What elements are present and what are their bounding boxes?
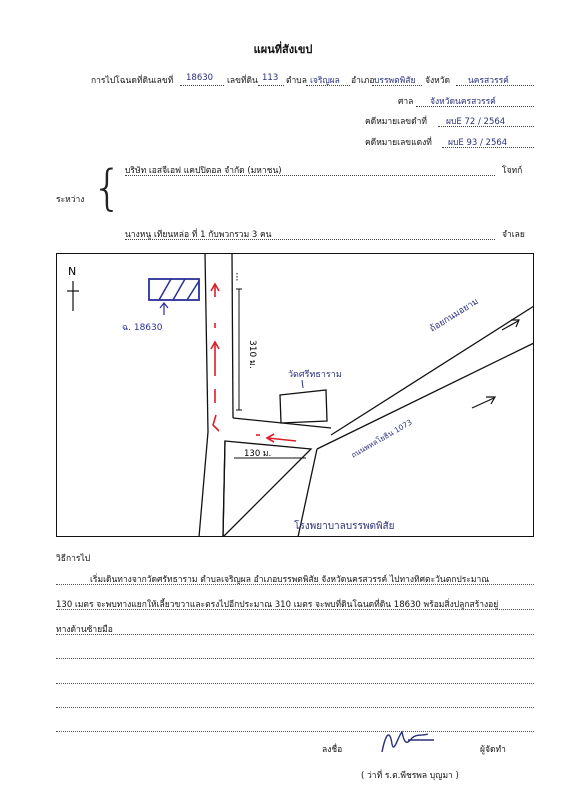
horizontal-distance: 130 ม. [244, 449, 271, 459]
parcel-box [148, 278, 200, 301]
between-label: ระหว่าง [56, 195, 85, 205]
defendant-name: นางหนู เทียนหล่อ ที่ 1 กับพวกรวม 3 คน [125, 230, 272, 240]
parcel-label: ฉ. 18630 [122, 323, 163, 333]
signature-scribble [381, 730, 434, 753]
red-case-number: ผบE 93 / 2564 [448, 138, 508, 148]
sketch-map: N ฉ. 18630 310 ม. 130 ม. วัดศรีทธาราม ถ้… [56, 253, 534, 537]
temple-label: วัดศรีทธาราม [288, 369, 342, 380]
deed-number: 18630 [186, 73, 214, 83]
red-case-label: คดีหมายเลขแดงที่ [365, 138, 432, 148]
land-label: เลขที่ดิน [227, 76, 258, 86]
black-case-label: คดีหมายเลขดำที่ [365, 117, 427, 127]
procedure-line-1: เริ่มเดินทางจากวัดศรัทธาราม ตำบลเจริญผล … [90, 575, 490, 585]
brace-icon: { [92, 160, 123, 216]
subdistrict-label: ตำบล [286, 76, 307, 86]
procedure-line-2: 130 เมตร จะพบทางแยกให้เลี้ยวขวาและตรงไปอ… [56, 600, 499, 610]
temple-building [279, 389, 328, 424]
signature-role: ผู้จัดทำ [480, 745, 506, 755]
north-label: N [68, 265, 76, 278]
procedure-label: วิธีการไป [56, 554, 91, 564]
procedure-line-3: ทางด้านซ้ายมือ [56, 625, 113, 635]
province-label: จังหวัด [425, 76, 451, 86]
subdistrict-value: เจริญผล [310, 76, 340, 86]
court-value: จังหวัดนครสวรรค์ [430, 97, 496, 107]
district-label: อำเภอ [351, 76, 375, 86]
sign-label: ลงชื่อ [322, 745, 343, 755]
defendant-role: จำเลย [502, 230, 525, 240]
signatory-name: ( ว่าที่ ร.ต.พีชรพล บุญมา ) [361, 771, 459, 781]
land-number: 113 [262, 73, 279, 83]
black-case-number: ผบE 72 / 2564 [446, 117, 506, 127]
province-value: นครสวรรค์ [468, 76, 509, 86]
hospital-label: โรงพยาบาลบรรพตพิสัย [294, 519, 395, 532]
vertical-distance: 310 ม. [247, 340, 257, 369]
court-label: ศาล [398, 97, 414, 107]
district-value: บรรพตพิสัย [374, 76, 416, 86]
plaintiff-name: บริษัท เอสจีเอฟ แคปปิตอล จำกัด (มหาชน) [125, 166, 282, 176]
deed-label: การไปโฉนดที่ดินเลขที่ [91, 76, 174, 86]
page-title: แผนที่สังเขป [253, 43, 313, 56]
plaintiff-role: โจทก์ [502, 166, 523, 176]
